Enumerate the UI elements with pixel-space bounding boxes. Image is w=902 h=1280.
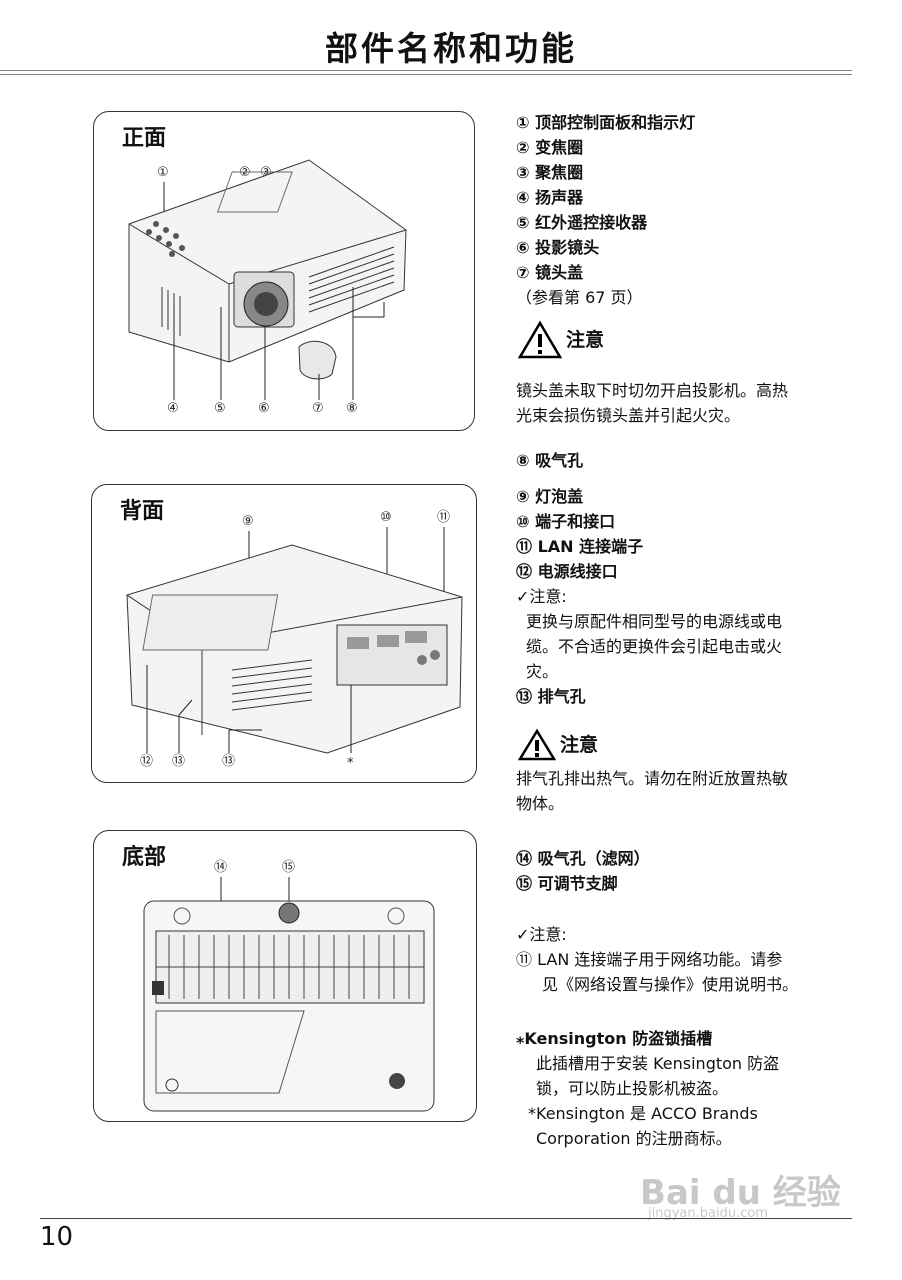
callout-4: ④ (167, 401, 179, 416)
rear-projector-illustration: ⑨ ⑩ ⑪ ⑫ ⑬ ⑬ * (126, 510, 463, 771)
item-13: ⑬ 排气孔 (516, 687, 586, 706)
rear-item: ⑫ 电源线接口 (516, 562, 618, 581)
rear-item: ⑪ LAN 连接端子 (516, 537, 644, 556)
front-item: ⑥ 投影镜头 (516, 238, 600, 257)
footer-rule (40, 1218, 852, 1219)
warning-icon (518, 728, 556, 761)
bottom-panel: 底部 ⑭ ⑮ (93, 830, 477, 1122)
kensington-prefix: ⁎ (516, 1029, 525, 1048)
bottom-projector-illustration: ⑭ ⑮ (143, 860, 435, 1112)
callout-13a: ⑬ (172, 754, 185, 769)
front-panel: 正面 ① ② ③ ④ ⑤ ⑥ ⑦ ⑧ (93, 111, 475, 431)
lan-note: ✓注意: ⑪ LAN 连接端子用于网络功能。请参 见《网络设置与操作》使用说明书… (516, 922, 856, 997)
note-line: 缆。不合适的更换件会引起电击或火 (526, 637, 783, 656)
rear-panel: 背面 ⑨ ⑩ ⑪ ⑫ ⑬ ⑬ * (91, 484, 477, 783)
front-item: ① 顶部控制面板和指示灯 (516, 113, 696, 132)
warning-icon (518, 320, 562, 359)
front-item: ④ 扬声器 (516, 188, 584, 207)
callout-7: ⑦ (312, 401, 324, 416)
caution-text-2: 排气孔排出热气。请勿在附近放置热敏 物体。 (516, 766, 856, 816)
front-item: ⑤ 红外遥控接收器 (516, 213, 648, 232)
caution-text-1: 镜头盖未取下时切勿开启投影机。高热 光束会损伤镜头盖并引起火灾。 (516, 378, 856, 428)
note-label: ✓注意: (516, 587, 567, 606)
callout-11: ⑪ (437, 510, 450, 525)
watermark: Bai du 经验 (640, 1173, 841, 1213)
caution-line: 排气孔排出热气。请勿在附近放置热敏 (516, 769, 789, 788)
callout-9: ⑨ (242, 514, 254, 529)
bottom-item: ⑭ 吸气孔（滤网） (516, 849, 650, 868)
front-panel-title: 正面 (122, 126, 167, 151)
callout-10: ⑩ (380, 510, 392, 525)
item-8: ⑧ 吸气孔 (516, 451, 584, 470)
front-item: ⑦ 镜头盖 (516, 263, 584, 282)
caution-line: 镜头盖未取下时切勿开启投影机。高热 (516, 381, 789, 400)
rear-panel-title: 背面 (120, 499, 165, 524)
caution-line: 物体。 (516, 794, 565, 813)
note-line: ⑪ LAN 连接端子用于网络功能。请参 (516, 950, 783, 969)
note-line: 见《网络设置与操作》使用说明书。 (542, 975, 799, 994)
caution-label: 注意 (566, 328, 605, 351)
page-number: 10 (40, 1222, 74, 1252)
title-rule-2 (0, 74, 852, 75)
callout-14: ⑭ (214, 860, 227, 875)
bottom-panel-title: 底部 (122, 845, 167, 870)
callout-1: ① (157, 165, 169, 180)
rear-items-list: ⑨ 灯泡盖 ⑩ 端子和接口 ⑪ LAN 连接端子 ⑫ 电源线接口 ✓注意: 更换… (516, 484, 856, 709)
page-reference: （参看第 67 页） (516, 288, 643, 307)
rear-item: ⑨ 灯泡盖 (516, 487, 584, 506)
note-label: ✓注意: (516, 925, 567, 944)
kensington-line: *Kensington 是 ACCO Brands (528, 1104, 758, 1123)
caution-heading-1: 注意 (518, 320, 858, 360)
watermark-url: jingyan.baidu.com (648, 1206, 768, 1221)
callout-asterisk: * (347, 756, 354, 771)
front-item: ③ 聚焦圈 (516, 163, 584, 182)
front-item: ② 变焦圈 (516, 138, 584, 157)
callout-5: ⑤ (214, 401, 226, 416)
note-line: 更换与原配件相同型号的电源线或电 (526, 612, 783, 631)
title-rule (0, 70, 852, 71)
callout-15: ⑮ (282, 860, 295, 875)
caution-label: 注意 (560, 733, 599, 756)
front-projector-illustration: ① ② ③ ④ ⑤ ⑥ ⑦ ⑧ (128, 159, 407, 416)
page-title: 部件名称和功能 (325, 29, 577, 68)
kensington-section: ⁎Kensington 防盗锁插槽 此插槽用于安装 Kensington 防盗 … (516, 1026, 856, 1151)
kensington-title: Kensington 防盗锁插槽 (524, 1029, 713, 1048)
front-items-list: ① 顶部控制面板和指示灯 ② 变焦圈 ③ 聚焦圈 ④ 扬声器 ⑤ 红外遥控接收器… (516, 110, 856, 310)
bottom-item: ⑮ 可调节支脚 (516, 874, 618, 893)
kensington-line: Corporation 的注册商标。 (536, 1129, 732, 1148)
callout-8: ⑧ (346, 401, 358, 416)
caution-line: 光束会损伤镜头盖并引起火灾。 (516, 406, 741, 425)
rear-item: ⑩ 端子和接口 (516, 512, 616, 531)
caution-heading-2: 注意 (518, 728, 858, 762)
kensington-line: 此插槽用于安装 Kensington 防盗 (536, 1054, 780, 1073)
callout-12: ⑫ (140, 754, 153, 769)
kensington-line: 锁，可以防止投影机被盗。 (536, 1079, 729, 1098)
bottom-items-list: ⑭ 吸气孔（滤网） ⑮ 可调节支脚 (516, 846, 856, 896)
callout-6: ⑥ (258, 401, 270, 416)
callout-13b: ⑬ (222, 754, 235, 769)
note-line: 灾。 (526, 662, 559, 681)
